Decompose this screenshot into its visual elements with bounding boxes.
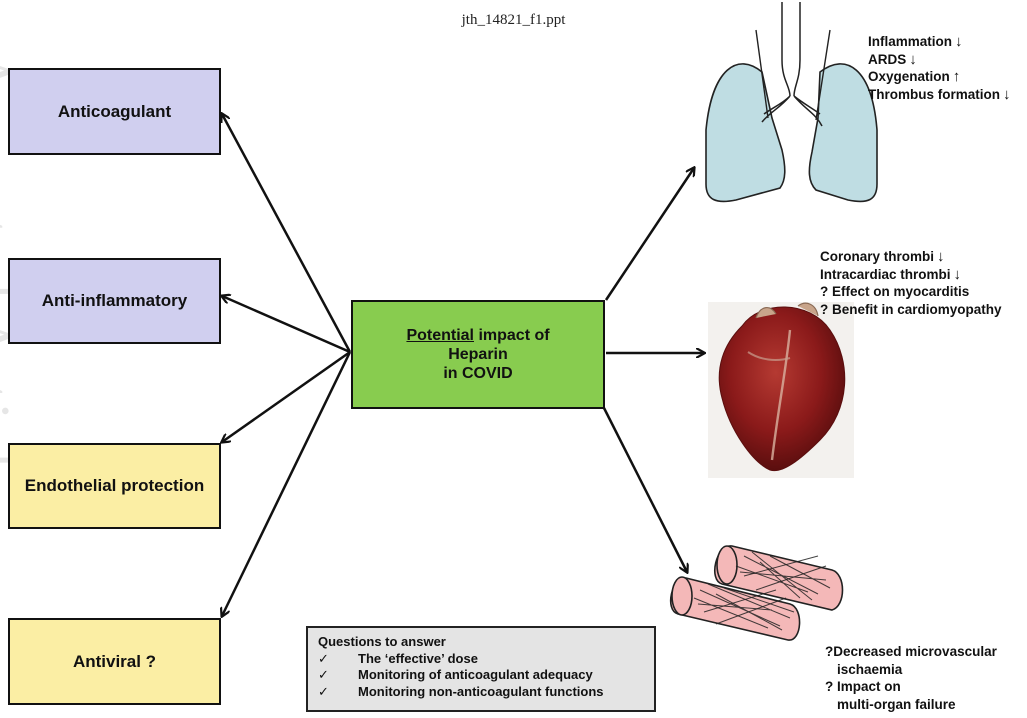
vessel-effects: ?Decreased microvascular ischaemia ? Imp… — [825, 643, 997, 713]
center-box: Potential impact of Heparin in COVID — [351, 300, 605, 409]
arrow-up-icon: ↑ — [952, 68, 961, 85]
center-line-1: Potential impact of — [406, 326, 549, 345]
center-line-1-rest: impact of — [474, 326, 550, 344]
questions-title: Questions to answer — [318, 634, 446, 649]
lung-effect-item: ARDS↓ — [868, 50, 917, 68]
arrow-down-icon: ↓ — [937, 248, 945, 265]
vessel-effect-line: ? Impact on — [825, 679, 901, 694]
center-line-3: in COVID — [443, 365, 513, 383]
checkmark-icon: ✓ — [318, 650, 329, 666]
question-item: ✓Monitoring non-anticoagulant functions — [318, 683, 604, 699]
lung-effect-item: Inflammation↓ — [868, 33, 963, 50]
arrow-down-icon: ↓ — [953, 265, 962, 283]
arrow-to-anticoagulant — [222, 114, 352, 353]
vessel-effect-line: multi-organ failure — [837, 696, 956, 712]
box-endothelial-protection: Endothelial protection — [8, 443, 221, 529]
lung-effect-item: Oxygenation↑ — [868, 68, 961, 85]
box-anticoagulant: Anticoagulant — [8, 68, 221, 155]
heart-effect-item: ? Benefit in cardiomyopathy — [820, 301, 1002, 317]
heart-effect-item: Intracardiac thrombi↓ — [820, 265, 962, 283]
arrow-to-anti-inflammatory — [222, 296, 351, 354]
arrow-to-vessels — [602, 407, 687, 572]
arrow-to-endothelial — [222, 350, 351, 442]
questions-box: Questions to answer ✓The ‘effective’ dos… — [306, 626, 656, 712]
box-anti-inflammatory: Anti-inflammatory — [8, 258, 221, 344]
center-line-2: Heparin — [448, 345, 508, 363]
arrow-down-icon: ↓ — [909, 50, 917, 68]
vessels-illustration — [669, 545, 844, 641]
arrow-down-icon: ↓ — [955, 33, 963, 50]
checkmark-icon: ✓ — [318, 667, 329, 682]
lung-effects: Inflammation↓ ARDS↓ Oxygenation↑ Thrombu… — [868, 33, 1011, 103]
arrow-down-icon: ↓ — [1003, 85, 1011, 103]
file-name: jth_14821_f1.ppt — [461, 12, 566, 28]
lung-effect-item: Thrombus formation↓ — [868, 85, 1011, 103]
question-item: ✓Monitoring of anticoagulant adequacy — [318, 667, 593, 682]
vessel-effect-line: ischaemia — [837, 661, 903, 677]
question-item: ✓The ‘effective’ dose — [318, 650, 478, 666]
lungs-illustration — [705, 2, 878, 203]
checkmark-icon: ✓ — [318, 683, 329, 699]
center-underlined-word: Potential — [406, 326, 474, 344]
vessel-effect-line: ?Decreased microvascular — [825, 644, 997, 659]
box-antiviral: Antiviral ? — [8, 618, 221, 705]
heart-effect-item: ? Effect on myocarditis — [820, 284, 970, 299]
arrow-to-antiviral — [222, 351, 352, 616]
heart-effect-item: Coronary thrombi↓ — [820, 248, 945, 265]
heart-illustration — [718, 302, 846, 472]
arrow-to-lungs — [604, 168, 694, 301]
heart-effects: Coronary thrombi↓ Intracardiac thrombi↓ … — [820, 248, 1002, 318]
